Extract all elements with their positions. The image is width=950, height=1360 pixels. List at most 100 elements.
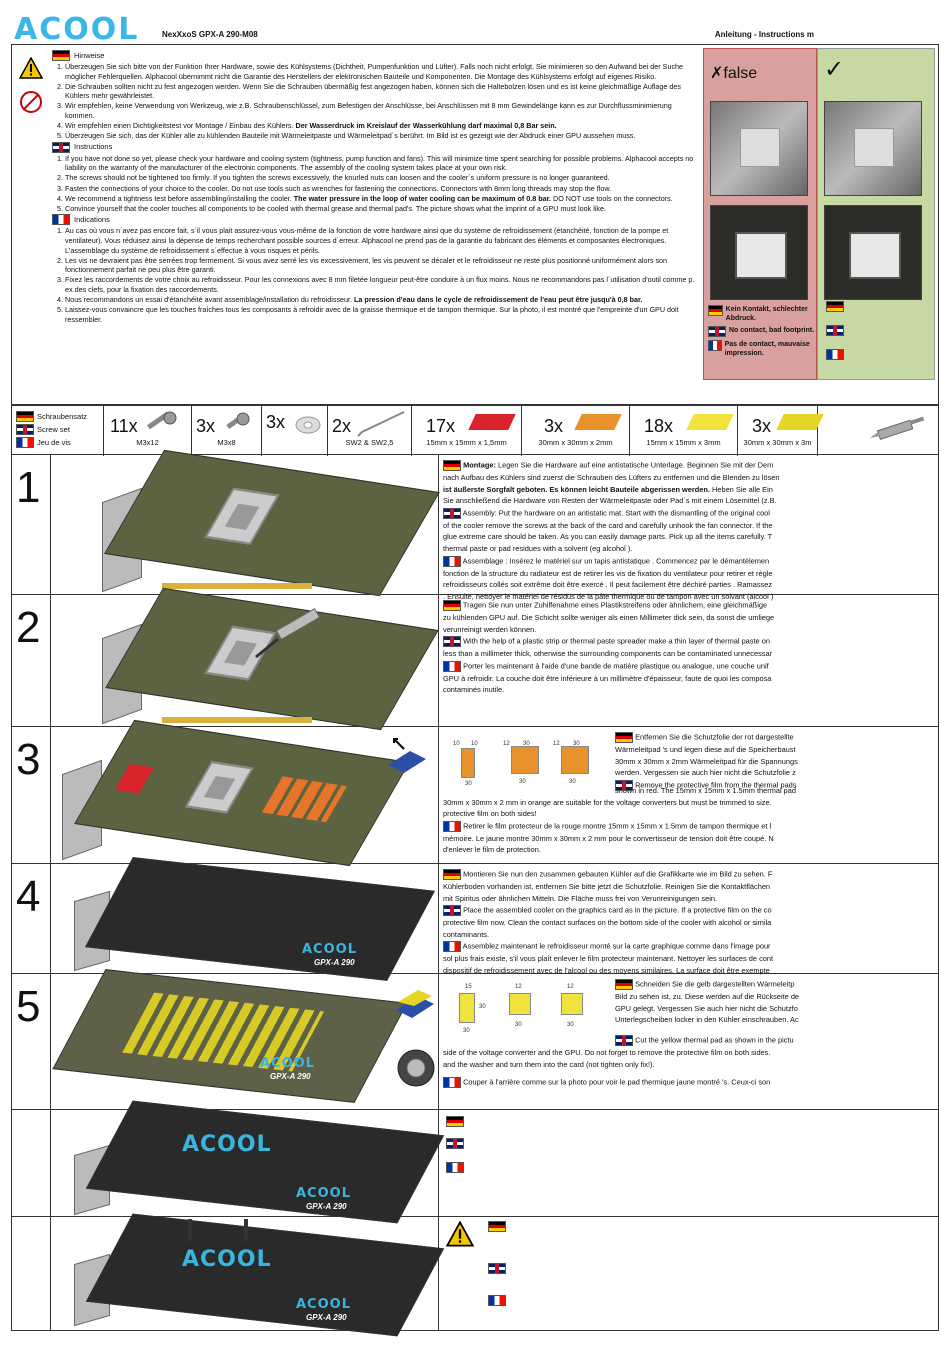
checkmark-icon: ✓ xyxy=(824,56,845,83)
flag-fr-icon xyxy=(446,1162,464,1173)
peel-film-icon xyxy=(396,990,434,1018)
flag-uk-icon xyxy=(615,779,633,791)
notes-fr-list: Au cas où vous n´avez pas encore fait, s… xyxy=(65,226,702,324)
step-number: 1 xyxy=(16,463,41,512)
step-5-text: 15 30 12 12 30 30 30 Schneiden Sie die g… xyxy=(443,979,815,1090)
list-item: Fasten the connections of your choice to… xyxy=(65,184,702,194)
list-item: Laissez-vous convaincre que les touches … xyxy=(65,305,702,324)
flag-de-icon xyxy=(443,869,461,880)
flag-fr-icon xyxy=(443,555,461,567)
notes-de-title: Hinweise xyxy=(74,50,105,60)
step-3-text: 10 10 12 30 12 30 30 30 30 Entfernen Sie… xyxy=(443,732,815,857)
part-washer: 3x xyxy=(262,406,328,456)
flag-fr-icon xyxy=(708,340,722,351)
flag-fr-icon xyxy=(488,1295,506,1306)
part-pad-yellow: 18x 15mm x 15mm x 3mm xyxy=(630,406,738,456)
product-name: NexXxoS GPX-A 290-M08 xyxy=(162,30,258,39)
flag-de-icon xyxy=(446,1116,464,1127)
step-4-text: Montieren Sie nun den zusammen gebauten … xyxy=(443,869,774,975)
step-number: 2 xyxy=(16,603,41,652)
flag-de-icon xyxy=(615,732,633,743)
step-1-text: Montage: Legen Sie die Hardware auf eine… xyxy=(443,460,780,601)
flag-fr-icon xyxy=(826,349,844,360)
list-item: Die Schrauben sollten nicht zu fest ange… xyxy=(65,82,702,101)
hex-key-icon xyxy=(357,411,405,437)
step-number: 4 xyxy=(16,872,41,921)
list-item: Les vis ne devraient pas être serrées tr… xyxy=(65,256,702,275)
screw-icon xyxy=(226,412,250,430)
assembled-cooler-image xyxy=(85,1213,445,1337)
pad-diagram: 10 10 12 30 12 30 30 30 30 Entfernen Sie… xyxy=(453,732,798,791)
notes-en-list: If you have not done so yet, please chec… xyxy=(65,154,702,214)
flag-uk-icon xyxy=(52,141,70,153)
cooler-logo: ACOOL xyxy=(182,1132,272,1157)
pcie-connector xyxy=(162,717,312,723)
cross-icon: ✗ xyxy=(710,65,724,82)
notes-fr-title: Indications xyxy=(74,215,110,225)
false-label: ✗false xyxy=(710,65,758,82)
list-item: Überzeugen Sie sich bitte von der Funkti… xyxy=(65,62,702,81)
flag-fr-icon xyxy=(443,941,461,953)
red-pad-icon xyxy=(468,414,516,430)
cooler-image xyxy=(85,857,435,981)
flag-fr-icon xyxy=(443,1077,461,1089)
list-item: Au cas où vous n´avez pas encore fait, s… xyxy=(65,226,702,255)
part-pad-orange: 3x 30mm x 30mm x 2mm xyxy=(522,406,630,456)
correct-cooler-photo xyxy=(824,101,922,196)
flag-uk-icon xyxy=(615,1035,633,1046)
screw-icon xyxy=(147,411,177,430)
list-item: We recommend a tightness test before ass… xyxy=(65,194,702,204)
correct-gpu-photo xyxy=(824,205,922,300)
orange-pads xyxy=(261,776,347,823)
flag-de-icon xyxy=(16,411,34,422)
no-tools-icon xyxy=(20,91,42,113)
step-3: 3 10 10 12 30 12 30 30 30 30 Entfernen S… xyxy=(11,719,939,867)
false-example-panel: ✗false Kein Kontakt, schlechter Abdruck.… xyxy=(703,48,817,380)
flag-de-icon xyxy=(52,50,70,61)
flag-de-icon xyxy=(488,1221,506,1232)
list-item: If you have not done so yet, please chec… xyxy=(65,154,702,173)
peel-film-icon xyxy=(388,738,426,773)
list-item: Wir empfehlen, keine Verwendung von Werk… xyxy=(65,101,702,120)
red-pad xyxy=(114,763,154,794)
flag-uk-icon xyxy=(443,636,461,648)
part-screw-m3x8: 3x M3x8 xyxy=(192,406,262,456)
washer-icon xyxy=(295,416,321,434)
cooler-logo: ACOOL xyxy=(302,942,357,957)
flag-uk-icon xyxy=(443,507,461,519)
card-backside-image xyxy=(52,969,408,1103)
flag-de-icon xyxy=(443,600,461,611)
orange-pad-icon xyxy=(574,414,622,430)
correct-example-panel: ✓ xyxy=(817,48,935,380)
flag-fr-icon xyxy=(443,820,461,832)
part-pad-red: 17x 15mm x 15mm x 1,5mm xyxy=(412,406,522,456)
standoff-screw-icon xyxy=(397,1049,435,1087)
step-number: 5 xyxy=(16,982,41,1031)
flag-de-icon xyxy=(708,305,723,316)
pad-diagram: 15 30 12 12 30 30 30 Schneiden Sie die g… xyxy=(443,979,815,1035)
step-6: ACOOL ACOOL GPX-A 290 xyxy=(11,1100,939,1224)
flag-uk-icon xyxy=(16,424,34,435)
step-2-text: Tragen Sie nun unter Zuhilfenahme eines … xyxy=(443,600,775,695)
screw-post xyxy=(244,1219,248,1241)
list-item: Wir empfehlen einen Dichtigkeitstest vor… xyxy=(65,121,702,131)
step-4: 4 ACOOL GPX-A 290 Montieren Sie nun den … xyxy=(11,857,939,981)
flag-de-icon xyxy=(443,460,461,471)
step-number: 3 xyxy=(16,735,41,784)
instructions-label: Anleitung - Instructions m xyxy=(714,30,814,39)
flag-fr-icon xyxy=(52,214,70,226)
warning-icon xyxy=(19,57,43,79)
false-cooler-photo xyxy=(710,101,808,196)
warning-icon xyxy=(446,1221,474,1247)
parts-label-cell: Schraubensatz Screw set Jeu de vis xyxy=(12,406,104,456)
list-item: Überzeugen Sie sich, das der Kühler alle… xyxy=(65,131,702,141)
step-2: 2 Tragen Sie nun unter Zuhilfenahme eine… xyxy=(11,587,939,731)
syringe-icon xyxy=(255,607,321,659)
list-item: The screws should not be tightened too f… xyxy=(65,173,702,183)
flag-uk-icon xyxy=(446,1138,464,1149)
gpu-die xyxy=(184,761,254,814)
cooler-logo: ACOOL xyxy=(260,1056,315,1071)
notes-en-title: Instructions xyxy=(74,142,113,152)
flag-uk-icon xyxy=(443,905,461,917)
notes-de-list: Überzeugen Sie sich bitte von der Funkti… xyxy=(65,62,702,141)
